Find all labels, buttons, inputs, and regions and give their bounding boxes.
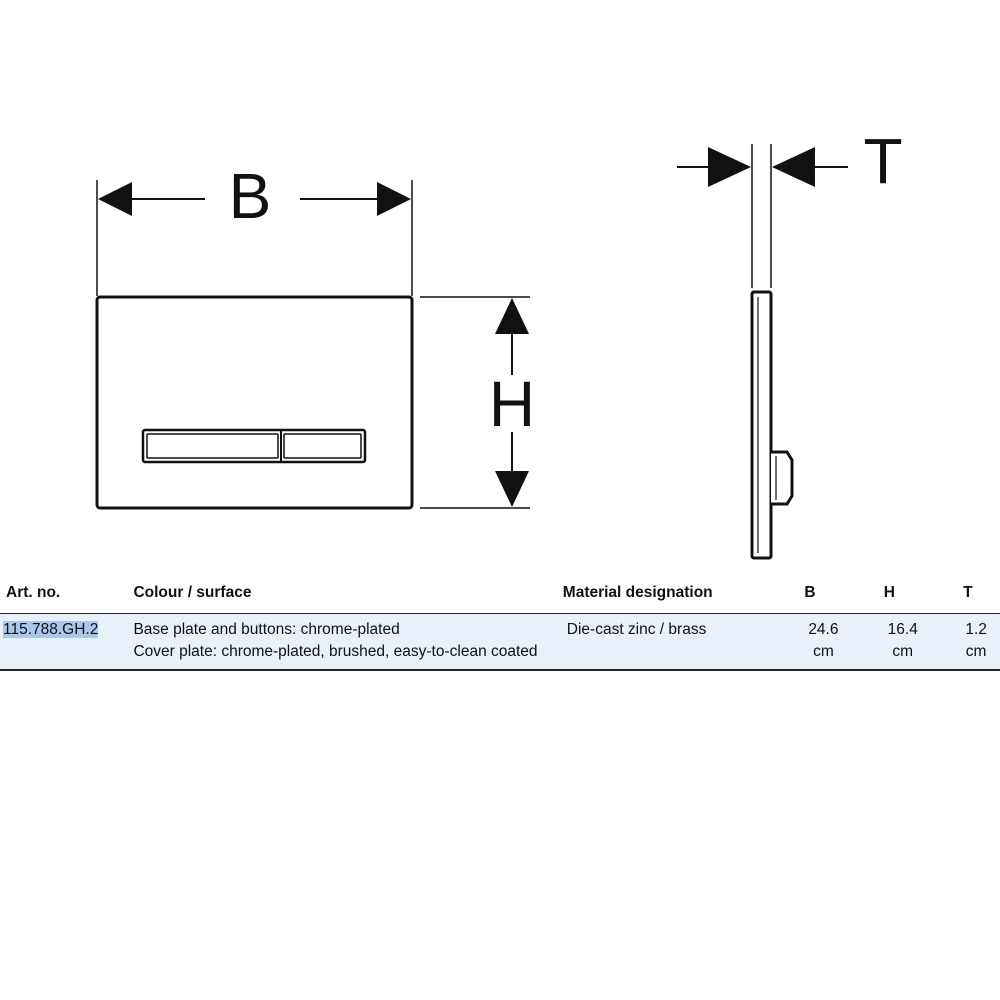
header-colour-surface: Colour / surface xyxy=(133,578,563,614)
t-unit: cm xyxy=(965,643,987,660)
technical-drawing: B H T xyxy=(95,125,903,560)
table-header-row: Art. no. Colour / surface Material desig… xyxy=(0,578,1000,614)
t-value: 1.2 xyxy=(965,621,987,638)
cell-t: 1.2 cm xyxy=(963,613,1000,671)
header-art-no: Art. no. xyxy=(0,578,134,614)
flush-buttons xyxy=(141,428,367,464)
thickness-label: T xyxy=(863,125,902,197)
h-value: 16.4 xyxy=(887,621,918,638)
side-view: T xyxy=(677,125,903,560)
colour-line-2: Cover plate: chrome-plated, brushed, eas… xyxy=(133,643,538,660)
b-value: 24.6 xyxy=(808,621,839,638)
header-material: Material designation xyxy=(562,578,805,614)
cell-material: Die-cast zinc / brass xyxy=(562,613,805,671)
table-row: 115.788.GH.2 Base plate and buttons: chr… xyxy=(0,613,1000,671)
h-unit: cm xyxy=(892,643,914,660)
button-profile xyxy=(771,450,794,506)
header-t: T xyxy=(963,578,1000,614)
colour-line-1: Base plate and buttons: chrome-plated xyxy=(133,621,400,638)
width-label: B xyxy=(229,160,272,232)
header-h: H xyxy=(883,578,964,614)
height-label: H xyxy=(489,368,535,440)
b-unit: cm xyxy=(813,643,834,660)
flush-plate-outline xyxy=(95,295,414,510)
plate-side-profile xyxy=(750,290,773,560)
cell-h: 16.4 cm xyxy=(883,613,964,671)
art-no-value[interactable]: 115.788.GH.2 xyxy=(3,621,99,638)
cell-art-no: 115.788.GH.2 xyxy=(0,613,134,671)
cell-b: 24.6 cm xyxy=(804,613,884,671)
specification-table: Art. no. Colour / surface Material desig… xyxy=(0,578,1000,671)
cell-colour-surface: Base plate and buttons: chrome-plated Co… xyxy=(133,613,563,671)
header-b: B xyxy=(804,578,884,614)
front-view: B H xyxy=(95,160,535,510)
